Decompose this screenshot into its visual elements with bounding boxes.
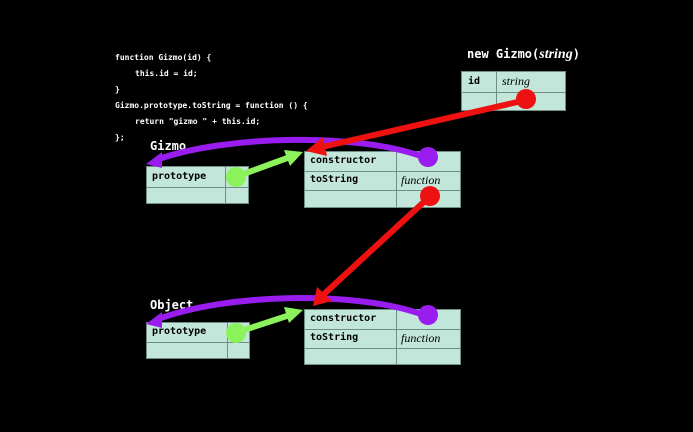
instance-red-dot <box>516 89 536 109</box>
gizmo-purple-arrowhead <box>146 152 162 168</box>
instance-object-table: id string <box>461 71 566 111</box>
code-line: } <box>115 85 120 94</box>
code-line: this.id = id; <box>135 69 198 78</box>
gizmo-constructor-purple-arrow <box>154 136 428 163</box>
gizmo-purple-dot <box>418 147 438 167</box>
instance-id-value: string <box>502 74 531 88</box>
gizmo-proto-row-constructor <box>305 152 460 172</box>
object-purple-arrowhead <box>146 312 162 328</box>
gizmo-green-arrowhead <box>284 150 303 166</box>
gizmo-prototype-label: prototype <box>152 171 207 182</box>
code-block: function Gizmo(id) { this.id = id; } Giz… <box>115 50 308 146</box>
object-constructor-purple-arrow <box>154 295 428 323</box>
instance-proto-red-arrow <box>321 98 523 150</box>
object-row-prototype <box>147 323 249 343</box>
gizmo-green-dot <box>226 167 246 187</box>
instance-id-label: id <box>468 76 481 87</box>
object-proto-row-tostring <box>305 329 460 349</box>
table-divider <box>396 152 397 207</box>
gizmo-proto-tostring-value: function <box>401 173 441 187</box>
object-prototype-label: prototype <box>152 326 207 337</box>
gizmo-proto-red-arrowhead <box>313 287 332 306</box>
instance-title-arg: string <box>539 47 573 62</box>
table-divider <box>227 323 228 358</box>
gizmo-proto-red-arrow <box>320 197 429 298</box>
gizmo-title: Gizmo <box>150 139 187 153</box>
object-green-arrowhead <box>284 307 303 323</box>
object-proto-constructor-label: constructor <box>310 313 377 324</box>
code-line: function Gizmo(id) { <box>115 53 212 62</box>
object-proto-tostring-value: function <box>401 331 441 345</box>
gizmo-prototype-green-arrow <box>236 154 292 179</box>
object-prototype-table: constructor toString function <box>304 309 461 365</box>
gizmo-row-prototype <box>147 167 248 188</box>
gizmo-proto-tostring-label: toString <box>310 174 359 185</box>
instance-title: new Gizmo(string) <box>467 47 580 63</box>
object-green-dot <box>226 323 246 343</box>
instance-row-id <box>462 72 565 93</box>
code-line: }; <box>115 133 125 142</box>
object-proto-tostring-label: toString <box>310 332 359 343</box>
table-divider <box>225 167 226 203</box>
gizmo-proto-row-tostring <box>305 171 460 191</box>
object-prototype-green-arrow <box>237 312 291 335</box>
code-line: Gizmo.prototype.toString = function () { <box>115 101 308 110</box>
object-proto-row-constructor <box>305 310 460 330</box>
object-purple-dot <box>418 305 438 325</box>
instance-title-suffix: ) <box>572 47 580 61</box>
gizmo-proto-constructor-label: constructor <box>310 155 377 166</box>
code-line: return "gizmo " + this.id; <box>135 117 261 126</box>
gizmo-proto-red-dot <box>420 186 440 206</box>
instance-red-arrowhead <box>306 137 327 156</box>
table-divider <box>396 310 397 364</box>
table-divider <box>496 72 497 110</box>
instance-title-prefix: new Gizmo( <box>467 47 540 61</box>
